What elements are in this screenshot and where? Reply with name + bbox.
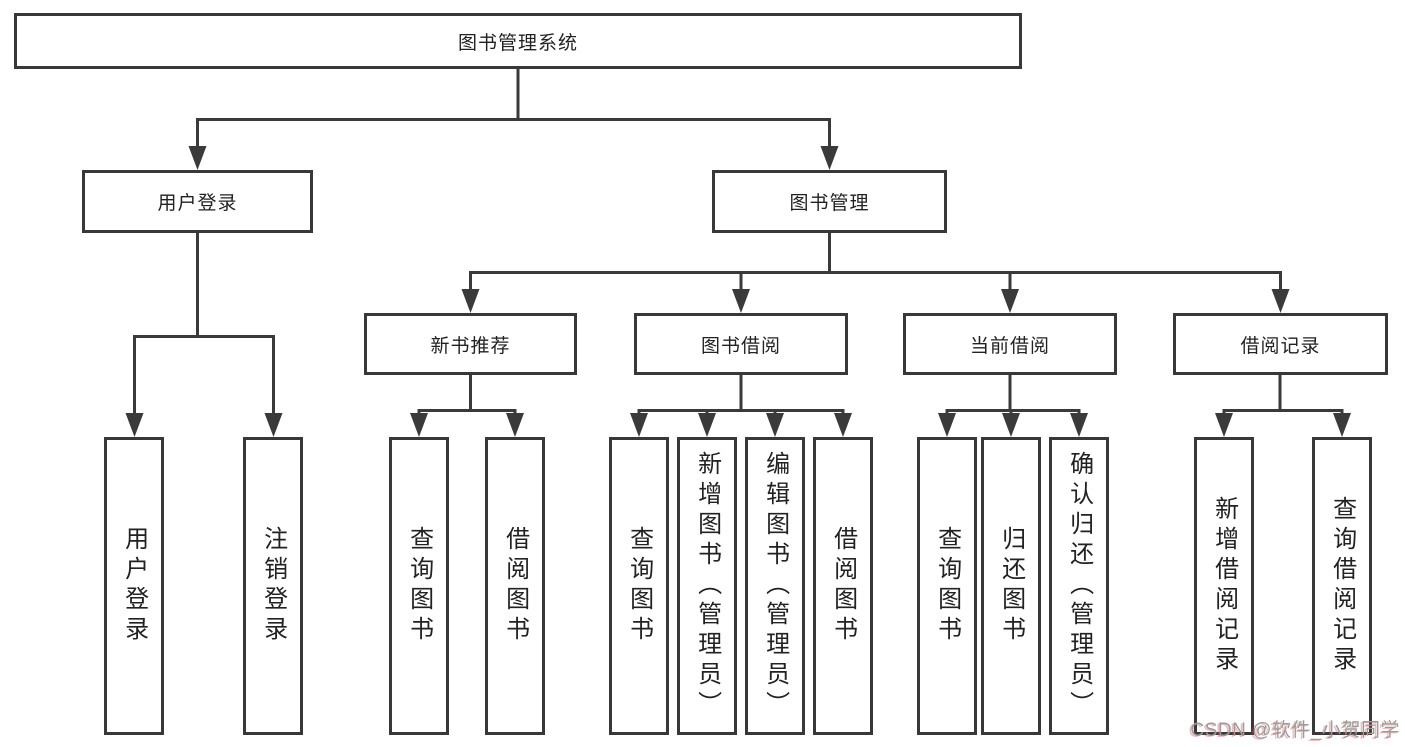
leaf-confirm-return-admin-label: 确认归还（管理员） [1065, 451, 1093, 721]
arrowheads-level2 [188, 146, 839, 170]
leaf-query-borrow-record-label: 查询借阅记录 [1328, 496, 1356, 676]
leaf-add-borrow-record: 新增借阅记录 [1194, 437, 1254, 735]
node-library-system-label: 图书管理系统 [457, 32, 578, 54]
leaf-edit-book-admin-label: 编辑图书（管理员） [761, 451, 789, 721]
leaf-edit-book-admin: 编辑图书（管理员） [745, 437, 805, 735]
leaf-add-book-admin-label: 新增图书（管理员） [693, 451, 721, 721]
node-current-borrow: 当前借阅 [903, 313, 1117, 375]
arrowheads-leaves-currentborrow [938, 413, 1088, 437]
leaf-borrow-books-recommend: 借阅图书 [485, 437, 545, 735]
leaf-borrow-books-recommend-label: 借阅图书 [501, 526, 529, 646]
leaf-add-borrow-record-label: 新增借阅记录 [1210, 496, 1238, 676]
csdn-watermark: CSDN @软件_小贺同学 [1190, 720, 1400, 741]
connector-root-to-level2 [196, 68, 831, 150]
leaf-return-book-label: 归还图书 [997, 526, 1025, 646]
leaf-user-login: 用户登录 [104, 437, 164, 735]
node-book-management-label: 图书管理 [789, 193, 870, 214]
leaf-query-books-current: 查询图书 [917, 437, 977, 735]
connector-newbook-to-children [417, 375, 517, 421]
leaf-borrow-books: 借阅图书 [813, 437, 873, 735]
node-new-book-recommend: 新书推荐 [364, 313, 577, 375]
node-borrow-records-label: 借阅记录 [1240, 335, 1321, 357]
leaf-query-books-recommend-label: 查询图书 [405, 526, 433, 646]
leaf-borrow-books-label: 借阅图书 [829, 526, 857, 646]
leaf-add-book-admin: 新增图书（管理员） [677, 437, 737, 735]
leaf-user-login-label: 用户登录 [120, 526, 148, 646]
node-book-management: 图书管理 [712, 170, 947, 233]
connector-records-to-children [1222, 375, 1344, 421]
leaf-query-books-borrow: 查询图书 [609, 437, 669, 735]
leaf-query-books-recommend: 查询图书 [389, 437, 449, 735]
arrowheads-leaves-bookborrow [630, 413, 852, 437]
node-current-borrow-label: 当前借阅 [969, 335, 1050, 357]
connector-bookborrow-to-children [637, 375, 845, 421]
connector-bookmgmt-to-level3 [469, 233, 1282, 295]
node-new-book-recommend-label: 新书推荐 [430, 335, 511, 357]
leaf-confirm-return-admin: 确认归还（管理员） [1049, 437, 1109, 735]
arrowheads-leaves-login [125, 413, 283, 437]
leaf-query-borrow-record: 查询借阅记录 [1312, 437, 1372, 735]
leaf-query-books-current-label: 查询图书 [933, 526, 961, 646]
node-book-borrow: 图书借阅 [634, 313, 848, 375]
node-borrow-records: 借阅记录 [1173, 313, 1388, 375]
node-user-login: 用户登录 [82, 170, 313, 233]
node-book-borrow-label: 图书借阅 [700, 335, 781, 357]
arrowheads-leaves-newbook [410, 413, 524, 437]
node-library-system: 图书管理系统 [14, 13, 1022, 69]
leaf-return-book: 归还图书 [981, 437, 1041, 735]
arrowheads-level3 [461, 289, 1290, 313]
leaf-logout: 注销登录 [243, 437, 303, 735]
connector-userlogin-to-children [133, 233, 275, 421]
leaf-logout-label: 注销登录 [259, 526, 287, 646]
arrowheads-leaves-records [1215, 413, 1351, 437]
leaf-query-books-borrow-label: 查询图书 [625, 526, 653, 646]
node-user-login-label: 用户登录 [157, 193, 238, 214]
